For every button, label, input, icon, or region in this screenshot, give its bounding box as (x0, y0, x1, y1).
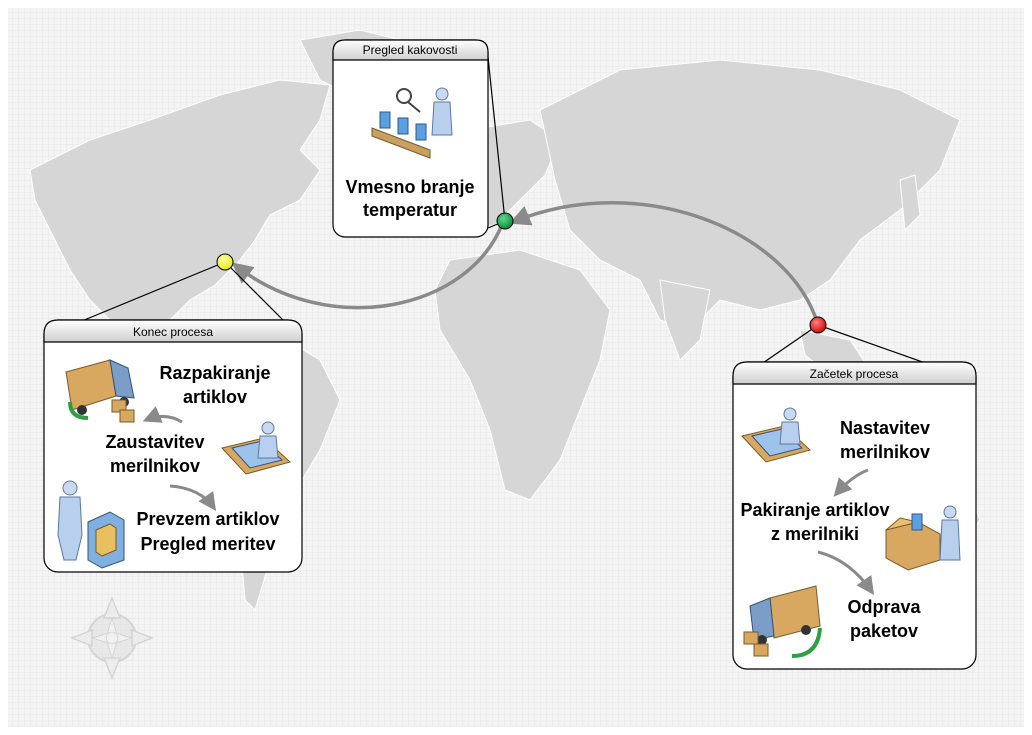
delivery-truck-icon (65, 359, 135, 423)
panel-end: Konec procesa Razpakiranje artiklov Zaus… (43, 319, 303, 573)
panel-end-step3-line1: Prevzem artiklov (136, 509, 279, 529)
panel-end-step2-line2: merilnikov (110, 456, 200, 476)
panel-start-step1-line2: merilnikov (840, 442, 930, 462)
worker-at-desk-icon (221, 421, 292, 475)
panel-start-arrow2 (817, 550, 875, 595)
compass-rose-icon (69, 595, 155, 681)
worker-at-desk-icon (741, 407, 812, 463)
panel-end-step2-line1: Zaustavitev (105, 432, 204, 452)
panel-end-arrow2 (169, 484, 217, 511)
panel-start-step1-line1: Nastavitev (840, 418, 930, 438)
delivery-truck-icon (743, 585, 822, 658)
route-start-to-middle (509, 201, 820, 326)
panel-start-step2-line1: Pakiranje artiklov (740, 500, 889, 520)
panel-quality-header: Pregled kakovosti (363, 43, 458, 57)
marker-start-red (809, 316, 827, 334)
marker-middle-green (496, 212, 514, 230)
panel-start-step3-line1: Odprava (847, 597, 921, 617)
panel-end-arrow1 (142, 406, 183, 424)
panel-quality: Pregled kakovosti Vmesno branje temperat… (332, 39, 489, 238)
panel-start-arrow1 (833, 468, 869, 497)
packing-worker-icon (885, 505, 961, 571)
marker-end-yellow (216, 253, 234, 271)
inspector-conveyor-icon (371, 87, 453, 159)
panel-end-step3-line2: Pregled meritev (140, 534, 275, 554)
panel-start-header: Začetek procesa (810, 367, 899, 381)
panel-start-step2-line2: z merilniki (771, 524, 859, 544)
panel-end-header: Konec procesa (133, 325, 213, 339)
worker-with-box-icon (57, 480, 125, 569)
panel-start: Začetek procesa Nastavitev merilnikov Pa… (732, 361, 977, 670)
panel-start-step3-line2: paketov (850, 621, 918, 641)
panel-end-step1-line1: Razpakiranje (159, 363, 270, 383)
panel-quality-line1: Vmesno branje (345, 177, 474, 197)
panel-quality-line2: temperatur (363, 200, 457, 220)
route-middle-to-end (231, 221, 505, 310)
panel-end-step1-line2: artiklov (183, 387, 247, 407)
